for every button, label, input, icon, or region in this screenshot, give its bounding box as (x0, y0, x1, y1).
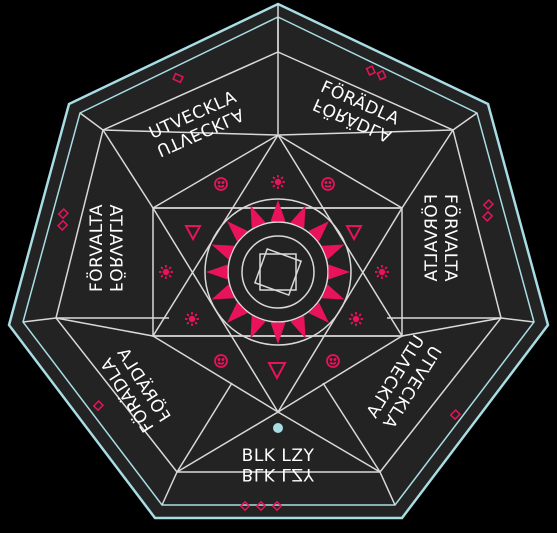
sunburst-ray (270, 200, 286, 222)
label-right: FÖRVALTA FÖRVALTA (420, 194, 462, 282)
label-left-mirror: FÖRVALTA (105, 204, 127, 292)
inner-heptagon (55, 51, 502, 473)
bottom-left-smiley-icon (214, 354, 228, 368)
sunburst-ray (270, 322, 286, 344)
sunburst-ray (211, 284, 235, 300)
sunburst-ray (308, 302, 329, 323)
label-bottom: BLK LZY BLK LZY (242, 446, 315, 484)
top-right-smiley-icon (321, 177, 335, 191)
label-bottom-mirror: BLK LZY (242, 464, 315, 484)
label-right-text: FÖRVALTA (440, 194, 462, 282)
sunburst-ray (290, 205, 306, 229)
right-sun-icon (375, 265, 389, 279)
sunburst-ray (250, 205, 266, 229)
sunburst-ray (211, 244, 235, 260)
sun-icons (159, 175, 389, 326)
sunburst-ray (321, 284, 345, 300)
center-squares (253, 247, 303, 297)
center-mid-circle (227, 221, 329, 323)
sunburst-ray (206, 264, 228, 280)
upper-right-triangle-icon (345, 225, 363, 242)
sunburst-ray (308, 221, 329, 242)
lower-right-sun-icon (349, 312, 363, 326)
triangle-icons (184, 225, 363, 381)
lower-left-sun-icon (185, 312, 199, 326)
outer-segment-lines (22, 17, 535, 506)
sunburst-ray (328, 264, 350, 280)
sunburst-ray (321, 244, 345, 260)
board-inner-border (22, 16, 535, 506)
bottom-dot-icon (273, 423, 283, 433)
label-bottom-text: BLK LZY (242, 446, 315, 466)
center-outer-circle (204, 198, 352, 346)
label-left: FÖRVALTA FÖRVALTA (85, 204, 127, 292)
top-left-smiley-icon (214, 177, 228, 191)
upper-left-triangle-icon (184, 225, 202, 242)
bottom-right-smiley-icon (326, 354, 340, 368)
bottom-triangle-icon (267, 362, 287, 381)
segment-dividers (56, 4, 501, 473)
board-outer-border (7, 2, 550, 520)
label-left-text: FÖRVALTA (85, 204, 107, 292)
sunburst-ray (290, 315, 306, 339)
center-inner-circle (241, 235, 315, 309)
sunburst-ray (227, 221, 248, 242)
top-sun-icon (271, 175, 285, 189)
sunburst-mandala-icon (206, 200, 350, 344)
label-right-mirror: FÖRVALTA (420, 194, 442, 282)
sunburst-ray (250, 315, 266, 339)
left-sun-icon (159, 265, 173, 279)
corner-diamond-icons (56, 65, 495, 512)
sunburst-ray (227, 302, 248, 323)
